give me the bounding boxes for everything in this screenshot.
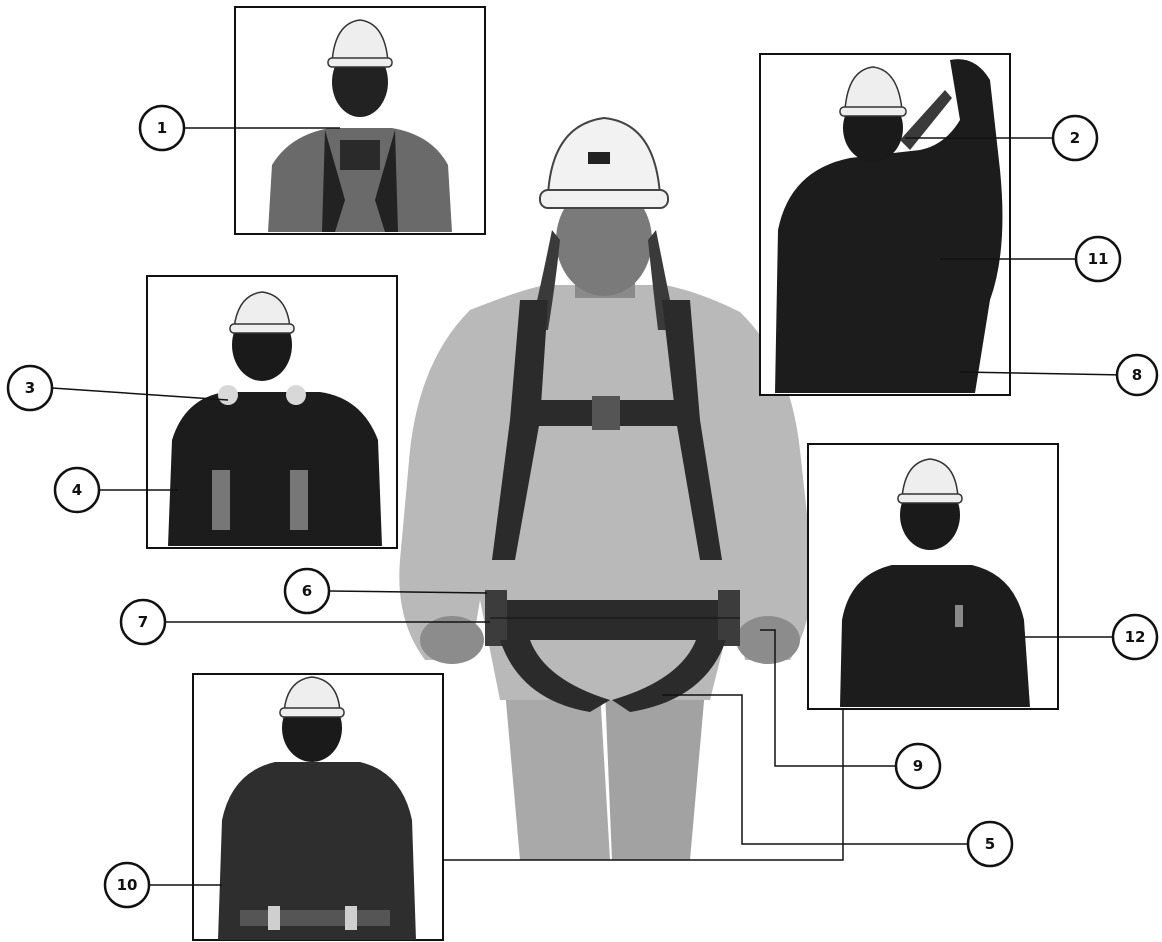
callout-6: 6 [285, 569, 329, 613]
callout-5: 5 [968, 822, 1012, 866]
svg-text:8: 8 [1132, 366, 1142, 384]
callout-10: 10 [105, 863, 149, 907]
svg-text:9: 9 [913, 757, 923, 775]
panel-lower-torso [193, 674, 443, 940]
svg-text:10: 10 [117, 876, 138, 894]
svg-text:1: 1 [157, 119, 167, 137]
center-waist-belt [488, 600, 738, 640]
panel-jacket-front [808, 444, 1058, 709]
callout-3: 3 [8, 366, 52, 410]
svg-text:4: 4 [72, 481, 82, 499]
callout-7: 7 [121, 600, 165, 644]
center-legs [505, 690, 610, 860]
svg-text:7: 7 [138, 613, 148, 631]
svg-text:11: 11 [1088, 250, 1109, 268]
svg-text:2: 2 [1070, 129, 1080, 147]
panel-chest-strap [235, 7, 485, 234]
panel-shoulder-pads [147, 276, 397, 548]
svg-text:12: 12 [1125, 628, 1146, 646]
callout-12: 12 [1113, 615, 1157, 659]
callout-8: 8 [1117, 355, 1157, 395]
svg-text:3: 3 [25, 379, 35, 397]
callout-9: 9 [896, 744, 940, 788]
callout-2: 2 [1053, 116, 1097, 160]
svg-text:6: 6 [302, 582, 312, 600]
svg-text:5: 5 [985, 835, 995, 853]
panel-back-dring [760, 54, 1010, 395]
callout-11: 11 [1076, 237, 1120, 281]
callout-4: 4 [55, 468, 99, 512]
callout-1: 1 [140, 106, 184, 150]
